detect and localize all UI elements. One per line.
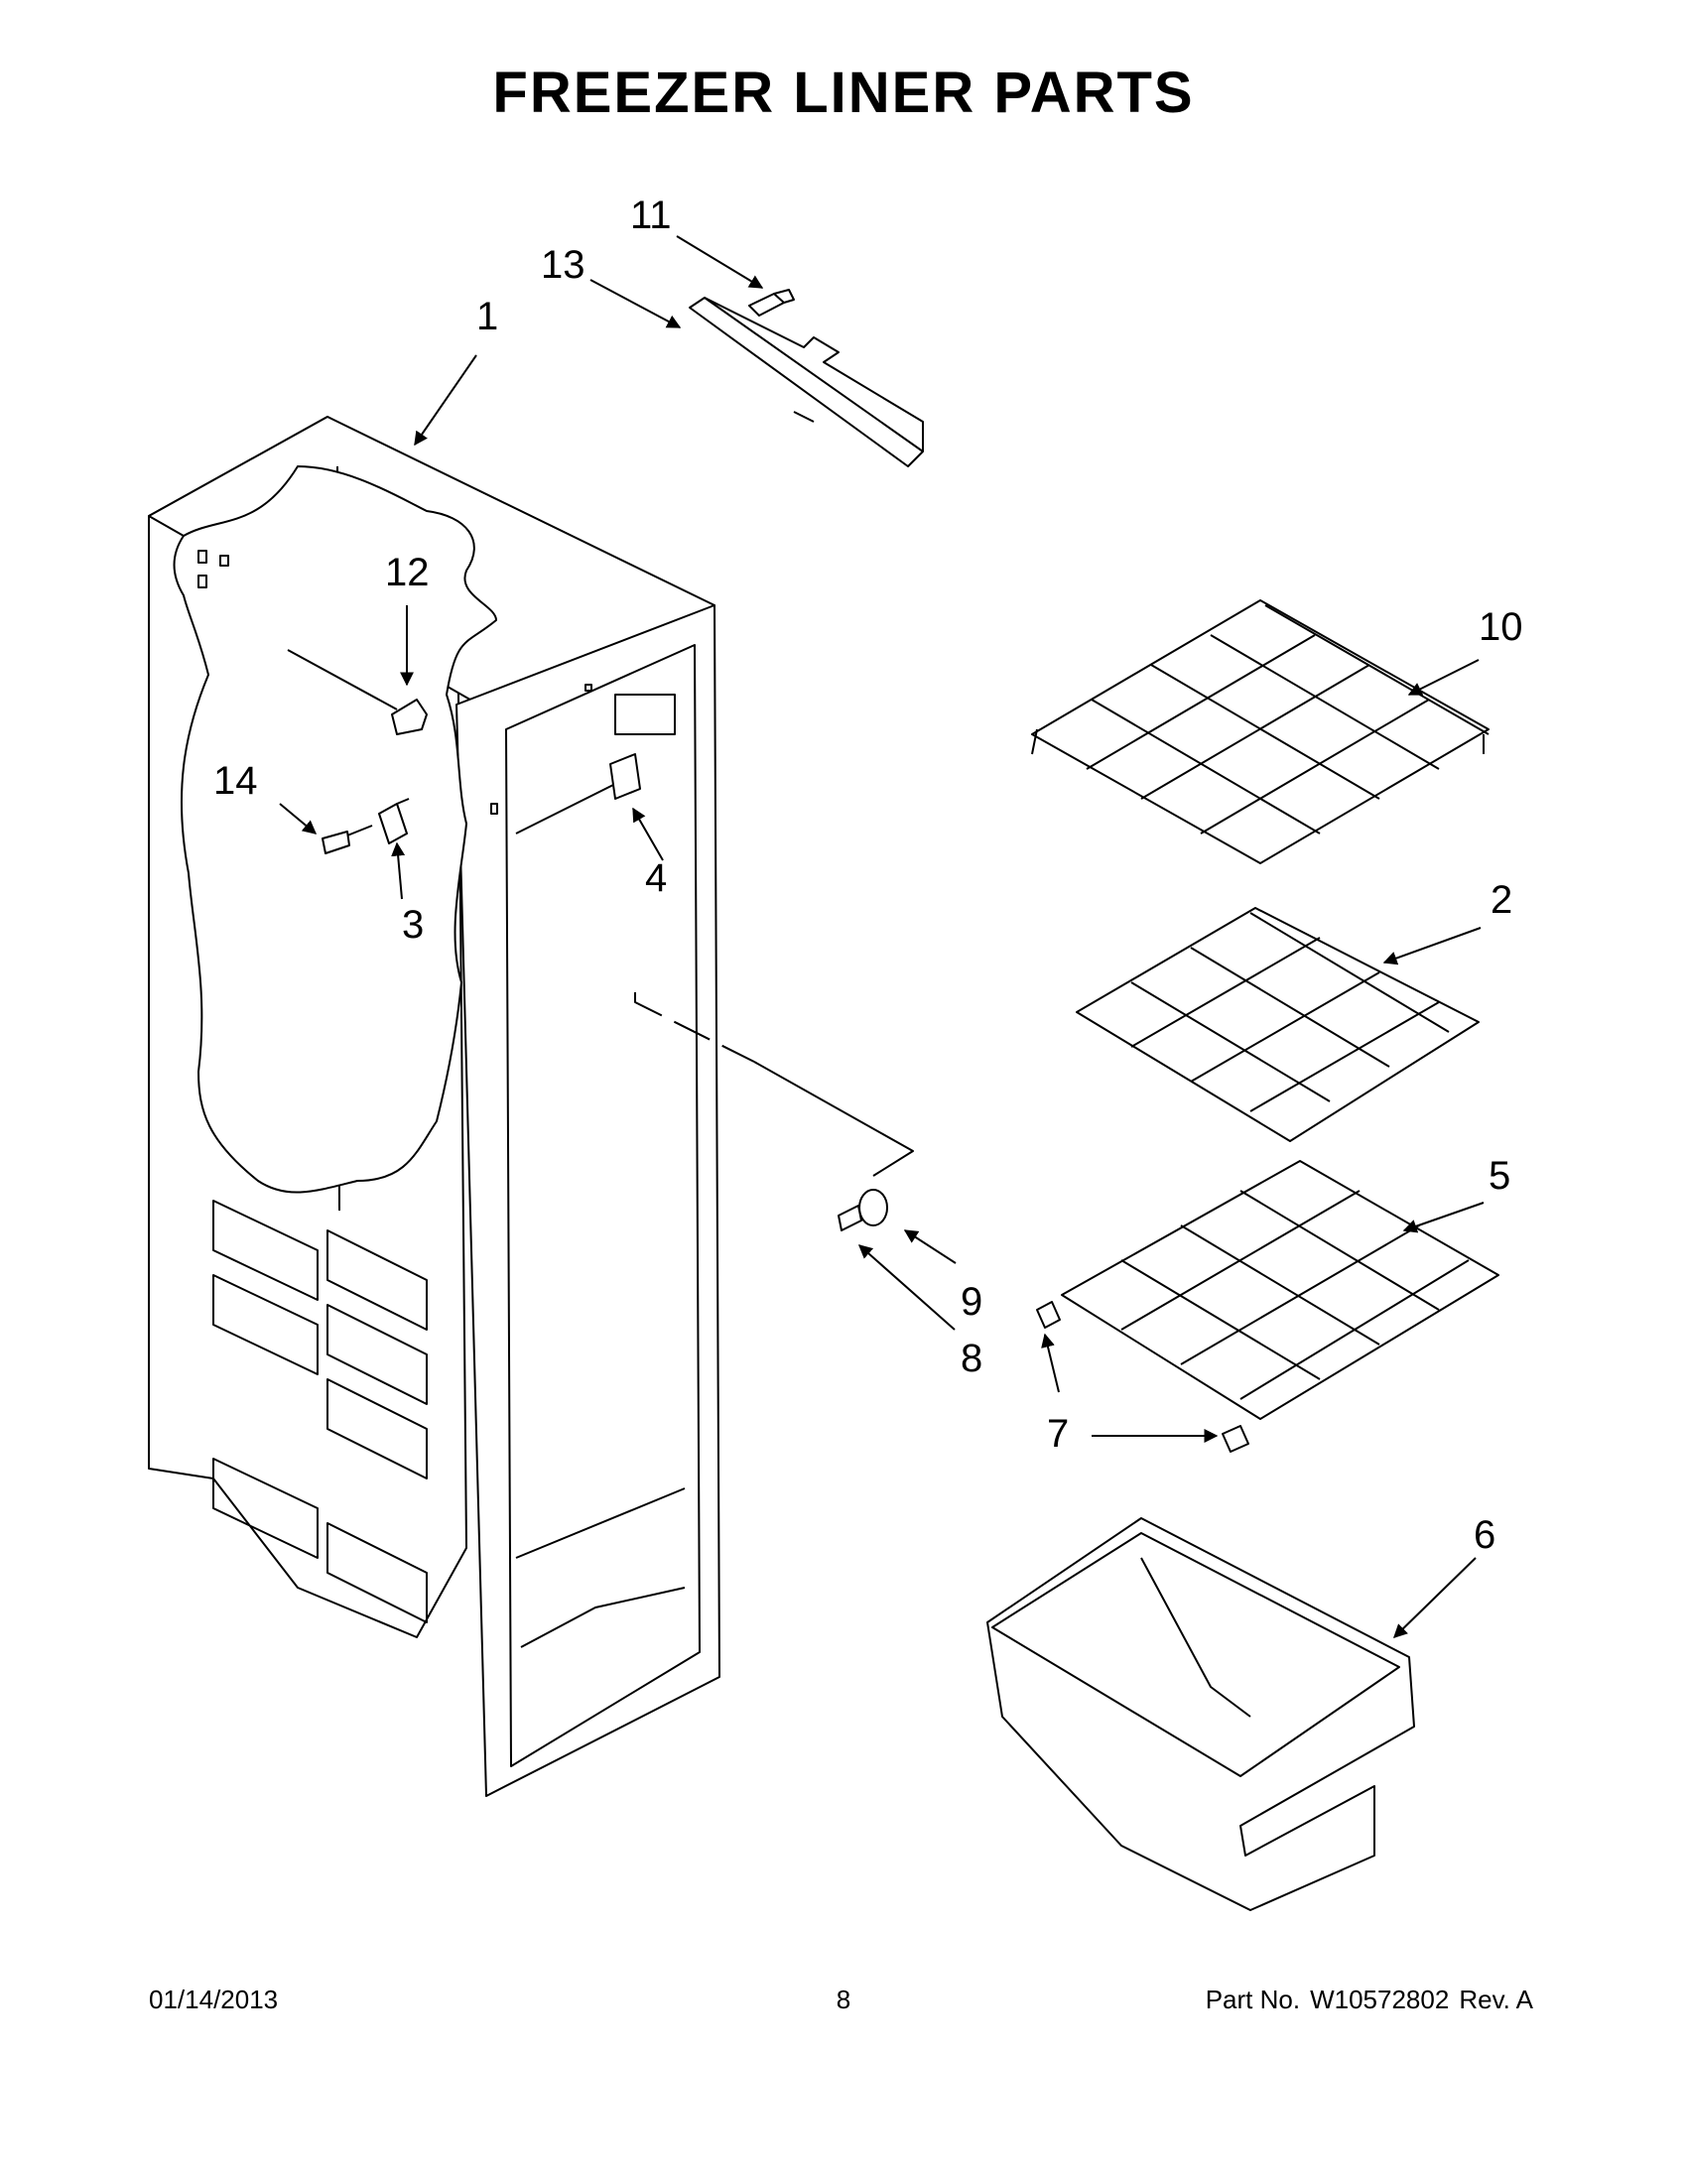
callout-9: 9: [961, 1280, 982, 1324]
shelf-end-cap-upper: [1036, 1301, 1061, 1329]
revision: Rev. A: [1459, 1985, 1533, 2014]
freezer-liner: [148, 416, 914, 1797]
screw-8: [838, 1205, 862, 1231]
callout-6: 6: [1474, 1513, 1495, 1557]
shelf-5: [1061, 1160, 1499, 1420]
screw-14: [322, 825, 373, 854]
callout-3: 3: [402, 903, 424, 947]
clip-12: [391, 699, 428, 735]
spacer-9: [858, 1189, 888, 1226]
callout-14: 14: [213, 759, 258, 803]
callout-2: 2: [1491, 878, 1512, 922]
footer-date: 01/14/2013: [149, 1985, 279, 2014]
freezer-bin: [986, 1517, 1415, 1911]
callout-8: 8: [961, 1337, 982, 1380]
callout-10: 10: [1479, 605, 1523, 649]
bracket-screw: [748, 289, 795, 317]
part-no-value: W10572802: [1310, 1985, 1450, 2014]
callout-1: 1: [476, 295, 498, 338]
top-bracket: [689, 297, 924, 467]
clip-4: [609, 753, 641, 800]
page-title: FREEZER LINER PARTS: [492, 61, 1195, 125]
callout-12: 12: [385, 551, 430, 594]
shelf-10: [1031, 599, 1490, 864]
callout-4: 4: [645, 856, 667, 900]
shelf-end-cap-lower: [1222, 1425, 1249, 1453]
clip-3: [378, 798, 410, 844]
part-no-label: Part No.: [1205, 1985, 1301, 2014]
callout-5: 5: [1489, 1154, 1510, 1198]
callout-11: 11: [630, 193, 672, 237]
callout-7: 7: [1047, 1412, 1069, 1456]
footer-page-number: 8: [836, 1985, 851, 2014]
footer-part-number: Part No. W10572802 Rev. A: [1206, 1985, 1533, 2015]
callout-13: 13: [541, 243, 585, 287]
shelf-2: [1076, 907, 1480, 1142]
